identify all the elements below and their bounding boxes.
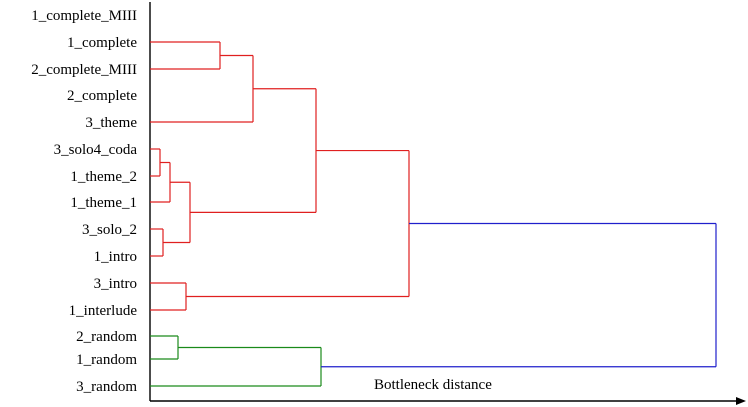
leaf-label: 1_random — [76, 352, 137, 368]
axis-title: Bottleneck distance — [374, 377, 492, 393]
leaf-label: 3_solo4_coda — [54, 142, 138, 158]
dendrogram-links — [150, 41, 717, 387]
axis-arrowhead — [736, 397, 746, 405]
leaf-label: 1_complete_MIII — [31, 8, 137, 24]
leaf-label: 2_complete_MIII — [31, 62, 137, 78]
leaf-labels: 1_complete_MIII 1_complete 2_complete_MIII… — [31, 8, 137, 395]
leaf-label: 2_random — [76, 329, 137, 345]
leaf-label: 3_random — [76, 379, 137, 395]
leaf-label: 1_interlude — [69, 303, 138, 319]
leaf-label: 3_intro — [94, 276, 137, 292]
leaf-label: 1_complete — [67, 35, 137, 51]
leaf-label: 3_solo_2 — [82, 222, 137, 238]
leaf-label: 2_complete — [67, 88, 137, 104]
leaf-label: 1_theme_2 — [70, 169, 137, 185]
leaf-label: 3_theme — [85, 115, 137, 131]
leaf-label: 1_intro — [94, 249, 137, 265]
plot-frame — [149, 2, 746, 405]
leaf-label: 1_theme_1 — [70, 195, 137, 211]
